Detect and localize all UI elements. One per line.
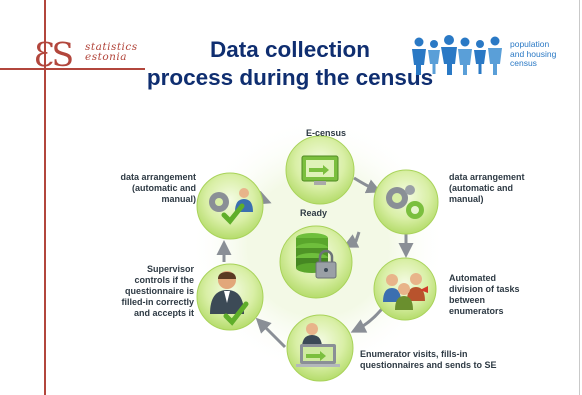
node-ecensus bbox=[285, 135, 355, 205]
label-supervisor-line-1: Supervisor bbox=[146, 264, 194, 274]
census-logo-line-2: and housing bbox=[510, 48, 557, 59]
gears-person-icon bbox=[209, 188, 253, 225]
node-automated-division bbox=[373, 257, 437, 321]
gears-icon bbox=[386, 185, 424, 219]
enumerator-laptop-icon bbox=[296, 323, 340, 367]
label-arrangement-right-line-3: manual) bbox=[449, 194, 484, 204]
label-automated-division-line-1: Automated bbox=[449, 273, 496, 283]
census-logo: population and housing census bbox=[410, 32, 575, 76]
label-ecensus: E-census bbox=[306, 128, 346, 139]
label-automated-division-line-4: enumerators bbox=[449, 306, 504, 316]
label-ready: Ready bbox=[300, 208, 327, 219]
slide-frame-edge bbox=[579, 0, 580, 395]
label-automated-division-line-2: division of tasks bbox=[449, 284, 520, 294]
label-supervisor-line-5: and accepts it bbox=[133, 308, 194, 318]
arrow-ecensus-to-arrangement bbox=[353, 176, 382, 194]
census-logo-text: population and housing census bbox=[510, 39, 557, 69]
label-arrangement-right-line-1: data arrangement bbox=[449, 172, 525, 182]
node-arrangement-left bbox=[196, 172, 264, 240]
people-group-icon bbox=[383, 273, 428, 310]
label-arrangement-left-line-1: data arrangement bbox=[120, 172, 196, 182]
label-arrangement-right-line-2: (automatic and bbox=[449, 183, 514, 193]
label-arrangement-left-line-2: (automatic and bbox=[131, 183, 196, 193]
ecensus-screen-icon bbox=[301, 155, 339, 185]
arrow-visits-to-supervisor bbox=[255, 317, 287, 349]
label-arrangement-right: data arrangement (automatic and manual) bbox=[449, 172, 525, 205]
label-enumerator-visits: Enumerator visits, fills-in questionnair… bbox=[360, 349, 497, 371]
supervisor-person-icon bbox=[210, 271, 249, 326]
statistics-estonia-logo: ƐS statistics estonia bbox=[34, 38, 154, 78]
label-ecensus-text: E-census bbox=[306, 128, 347, 138]
label-enumerator-visits-line-1: Enumerator visits, fills-in bbox=[360, 349, 468, 359]
people-figures-icon bbox=[412, 35, 502, 75]
logo-line-statistics: statistics bbox=[85, 41, 138, 53]
header-rule bbox=[0, 68, 145, 70]
node-enumerator-visits bbox=[286, 314, 354, 382]
title-line-2: process during the census bbox=[146, 65, 434, 90]
label-supervisor-line-4: filled-in correctly bbox=[121, 297, 194, 307]
census-logo-line-3: census bbox=[510, 58, 537, 68]
label-automated-division-line-3: between bbox=[449, 295, 486, 305]
arrow-right-to-center bbox=[342, 231, 361, 248]
statistics-estonia-wordmark: statistics estonia bbox=[85, 41, 138, 63]
census-logo-line-1: population bbox=[510, 39, 550, 49]
slide-title: Data collection process during the censu… bbox=[100, 36, 480, 92]
label-supervisor-line-2: controls if the bbox=[134, 275, 194, 285]
label-supervisor-line-3: questionnaire is bbox=[124, 286, 194, 296]
label-supervisor-controls: Supervisor controls if the questionnaire… bbox=[107, 264, 194, 319]
title-line-1: Data collection bbox=[209, 37, 371, 62]
label-arrangement-left: data arrangement (automatic and manual) bbox=[106, 172, 196, 205]
label-enumerator-visits-line-2: questionnaires and sends to SE bbox=[360, 360, 497, 370]
node-ready bbox=[279, 225, 353, 299]
margin-rule bbox=[44, 0, 46, 395]
logo-line-estonia: estonia bbox=[85, 51, 128, 63]
label-arrangement-left-line-3: manual) bbox=[161, 194, 196, 204]
node-supervisor bbox=[196, 263, 264, 331]
label-automated-division: Automated division of tasks between enum… bbox=[449, 273, 520, 317]
label-ready-text: Ready bbox=[300, 208, 328, 218]
statistics-estonia-mark: ƐS bbox=[34, 35, 74, 74]
database-lock-icon bbox=[296, 233, 337, 279]
node-arrangement-right bbox=[373, 169, 439, 235]
